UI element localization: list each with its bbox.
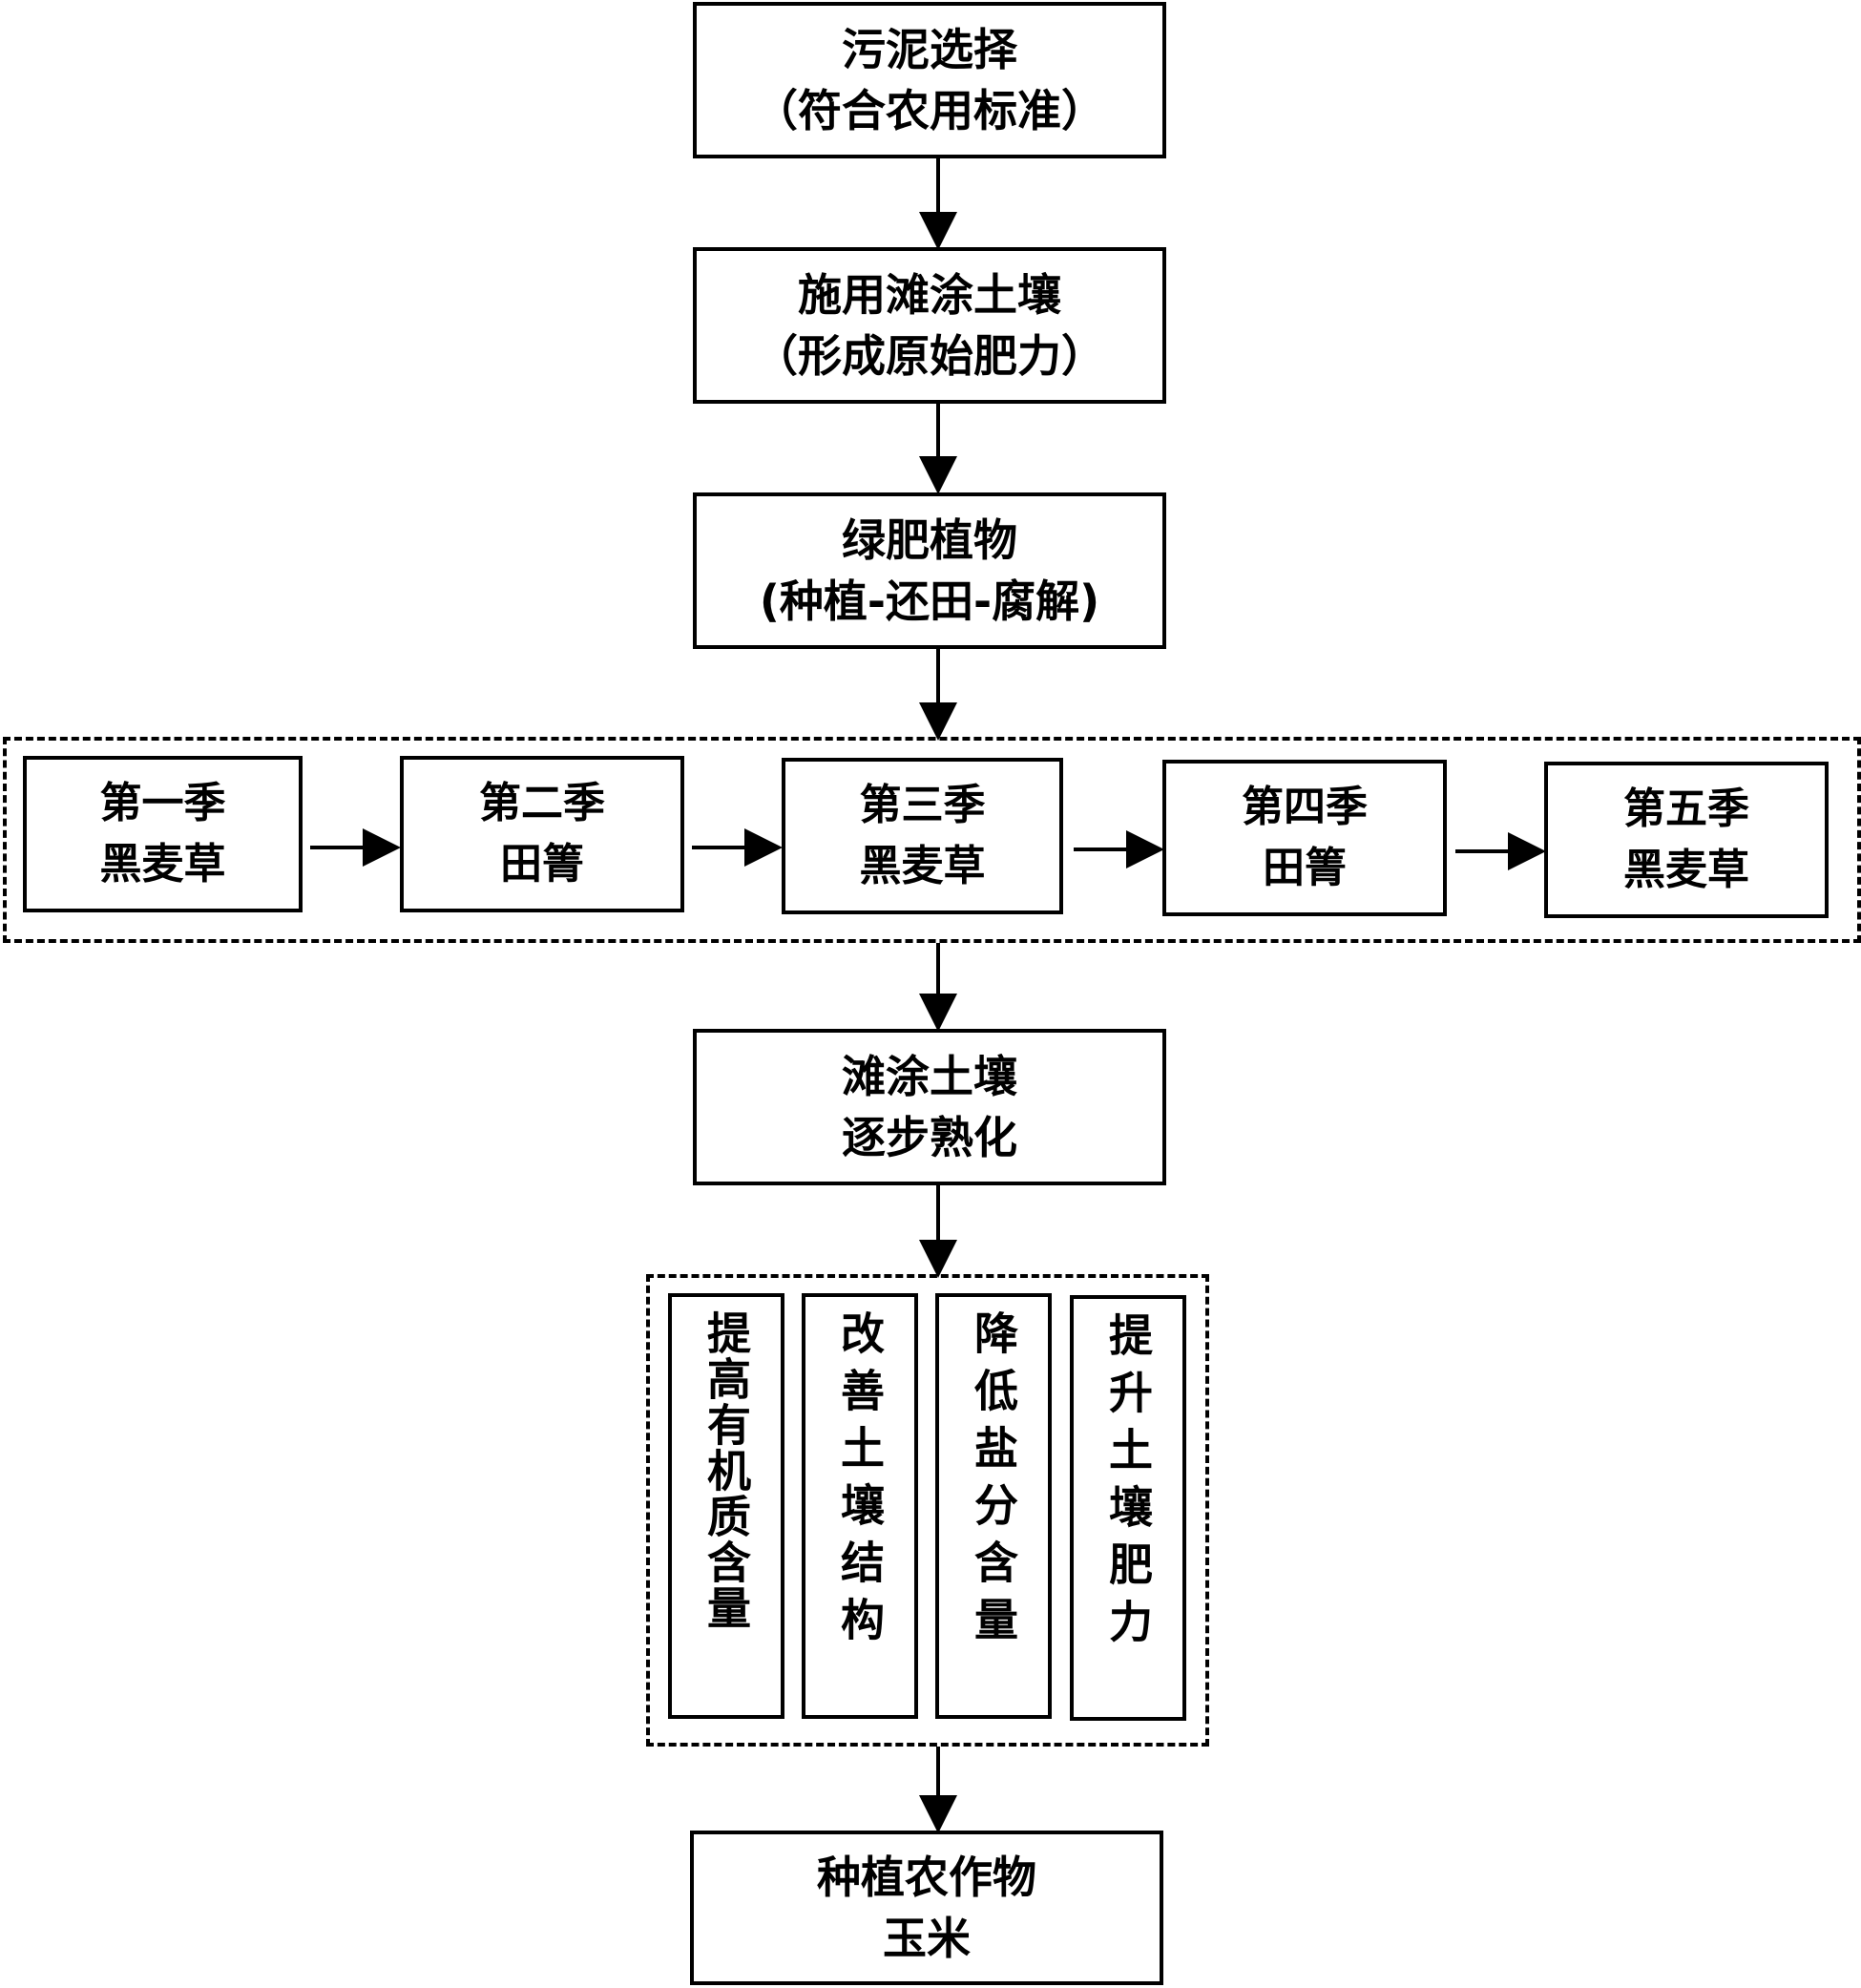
step-apply-note: （形成原始肥力）: [754, 330, 1105, 382]
step-green-note: (种植-还田-腐解): [759, 575, 1100, 627]
season-plant: 田箐: [1263, 844, 1347, 892]
step-sludge-selection: 污泥选择 （符合农用标准）: [693, 2, 1166, 158]
step-mature-title: 滩涂土壤: [842, 1050, 1017, 1102]
season-plant: 黑麦草: [1623, 846, 1749, 894]
seasons-group: [3, 737, 1861, 943]
season-label: 第五季: [1623, 785, 1749, 834]
step-apply-title: 施用滩涂土壤: [798, 268, 1061, 321]
season-label: 第二季: [479, 779, 605, 828]
season-label: 第四季: [1242, 783, 1368, 832]
effects-group: [646, 1274, 1209, 1747]
season-5: 第五季 黑麦草: [1544, 762, 1829, 918]
step-green-manure: 绿肥植物 (种植-还田-腐解): [693, 492, 1166, 649]
effect-text: 提高有机质含量: [700, 1310, 752, 1631]
step-soil-maturation: 滩涂土壤 逐步熟化: [693, 1029, 1166, 1185]
season-plant: 黑麦草: [99, 840, 226, 889]
step-sludge-note: （符合农用标准）: [754, 85, 1105, 136]
effect-fertility: 提升土壤肥力: [1070, 1295, 1186, 1721]
effect-text: 降低盐分含量: [968, 1310, 1019, 1654]
season-4: 第四季 田箐: [1162, 760, 1447, 916]
step-mature-note: 逐步熟化: [842, 1112, 1017, 1163]
step-apply-soil: 施用滩涂土壤 （形成原始肥力）: [693, 247, 1166, 404]
effect-soil-structure: 改善土壤结构: [802, 1293, 918, 1719]
effect-text: 提升土壤肥力: [1102, 1312, 1154, 1656]
step-plant-crop: 种植农作物 玉米: [690, 1831, 1163, 1985]
step-crop-note: 玉米: [883, 1913, 971, 1964]
effect-text: 改善土壤结构: [834, 1310, 886, 1654]
step-green-title: 绿肥植物: [842, 513, 1017, 566]
effect-organic-matter: 提高有机质含量: [668, 1293, 784, 1719]
season-label: 第一季: [99, 779, 226, 828]
season-2: 第二季 田箐: [400, 756, 684, 912]
season-plant: 黑麦草: [859, 842, 986, 890]
step-crop-title: 种植农作物: [817, 1851, 1036, 1903]
step-sludge-title: 污泥选择: [842, 23, 1017, 75]
effect-salinity: 降低盐分含量: [935, 1293, 1052, 1719]
season-plant: 田箐: [500, 840, 584, 889]
season-1: 第一季 黑麦草: [23, 756, 303, 912]
season-3: 第三季 黑麦草: [782, 758, 1063, 914]
season-label: 第三季: [859, 781, 986, 830]
